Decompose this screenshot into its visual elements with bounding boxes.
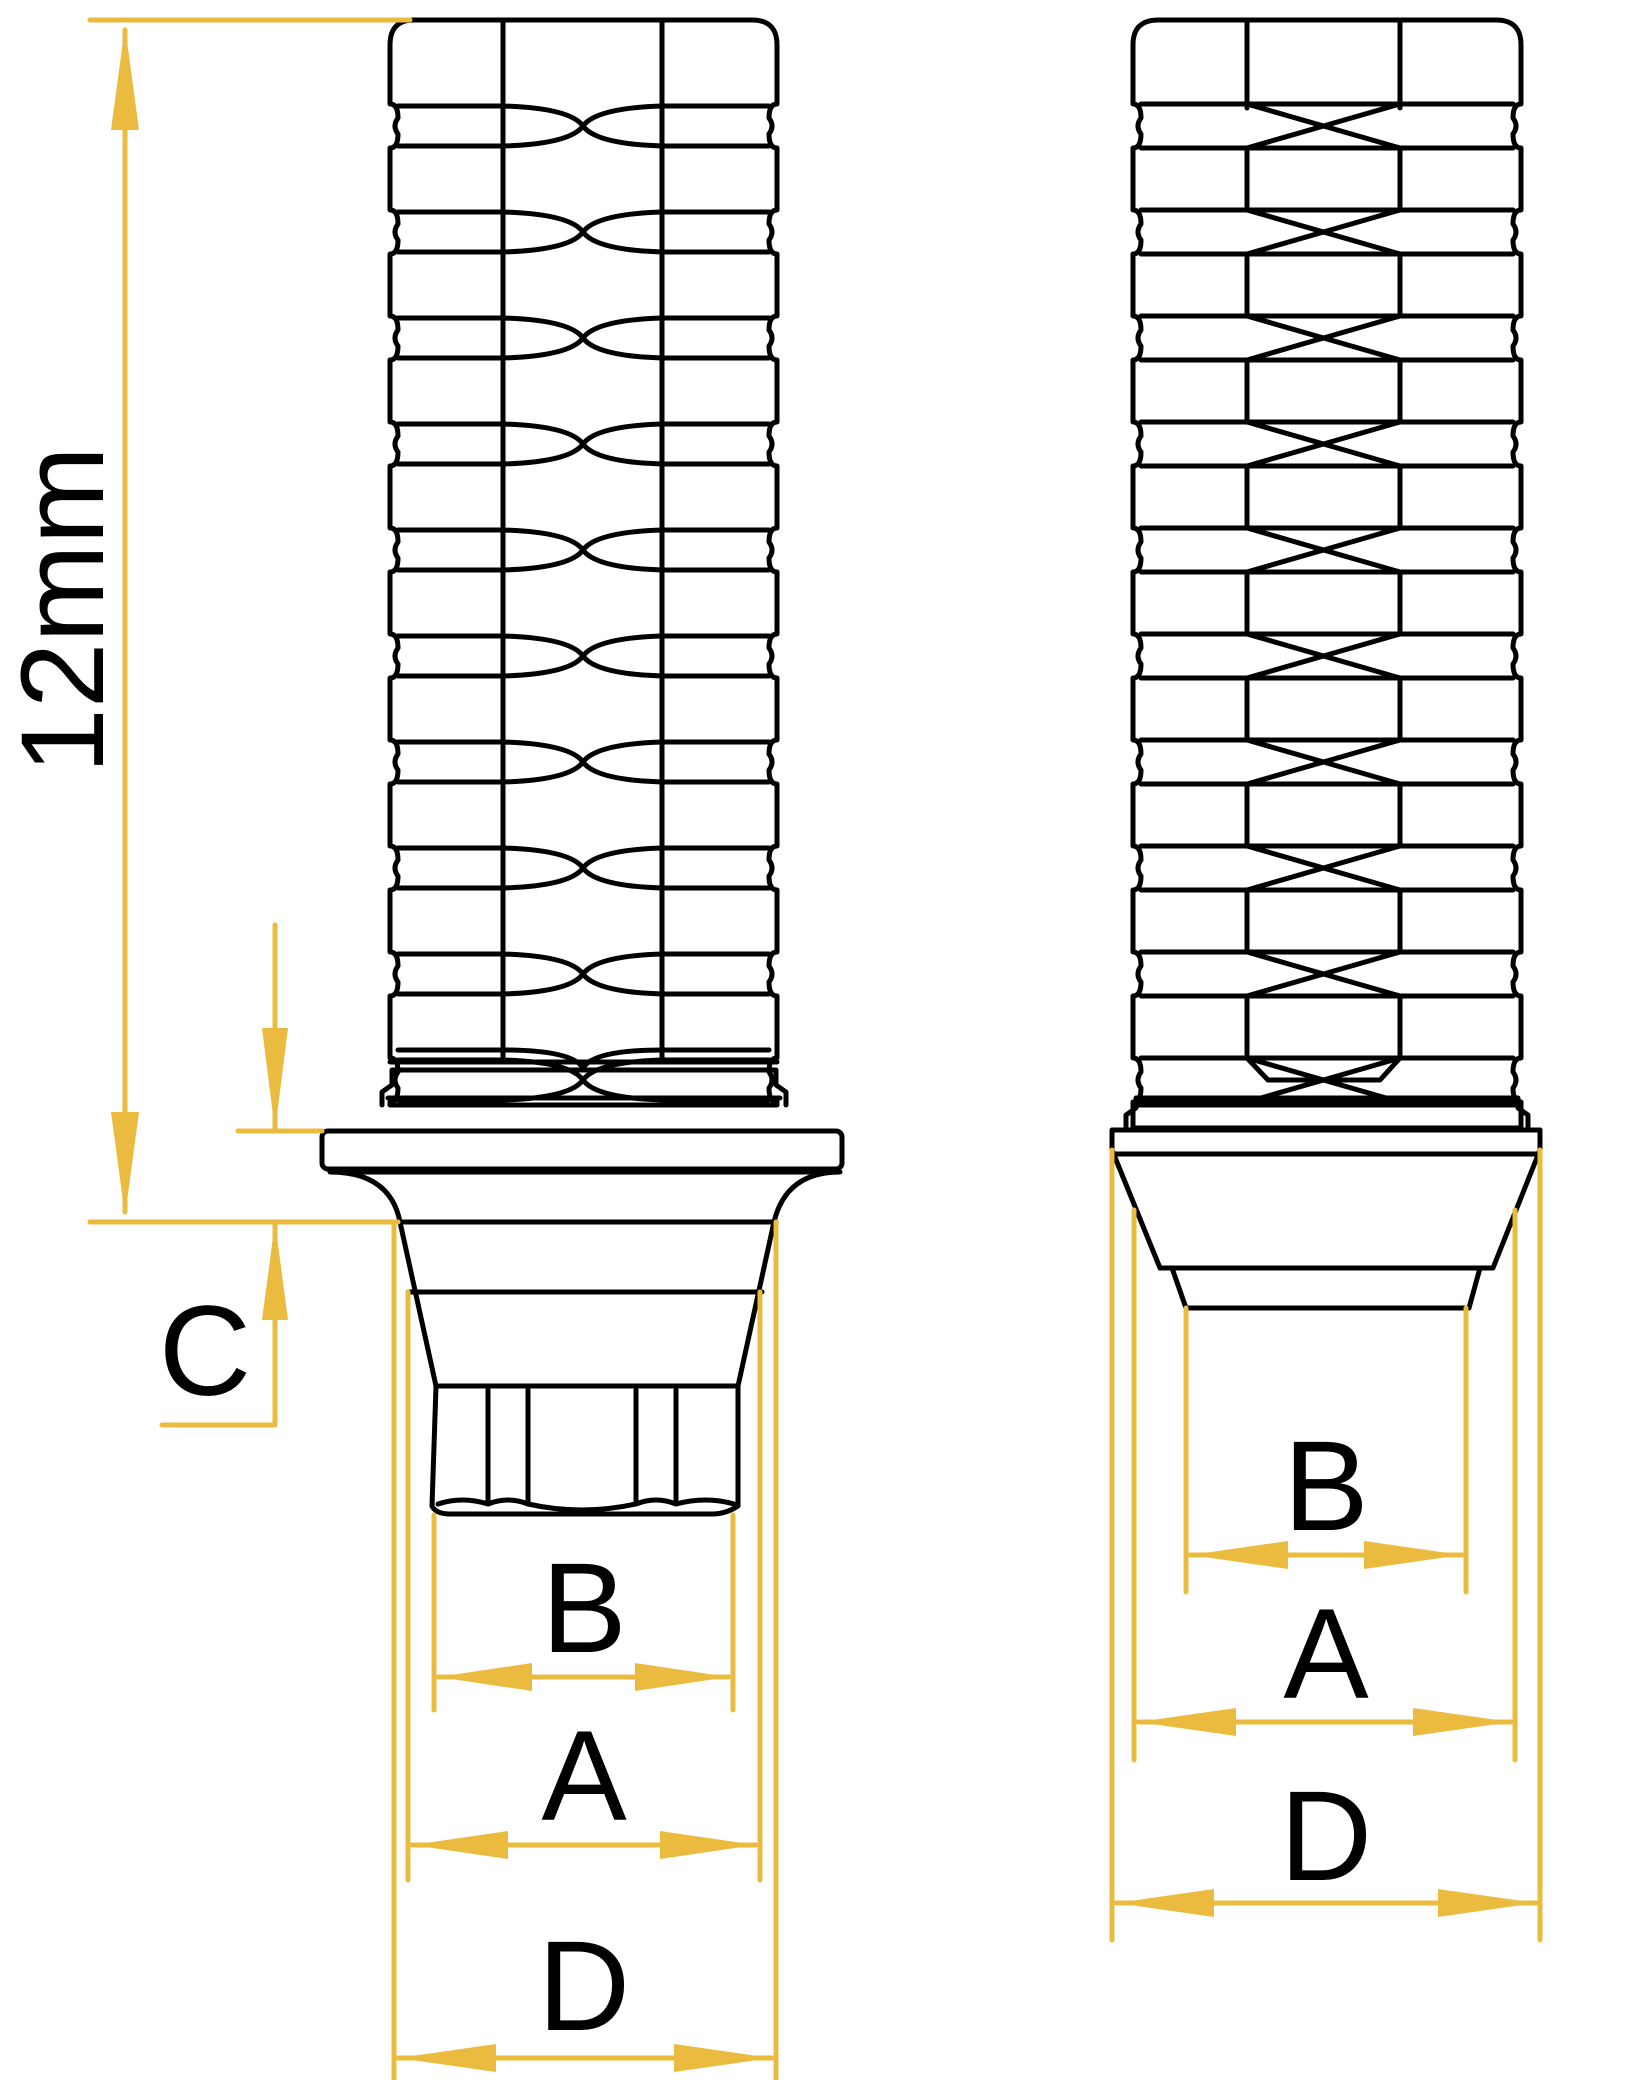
left-groove bbox=[382, 419, 785, 469]
right-groove bbox=[1126, 949, 1528, 999]
left-abutment-body bbox=[379, 17, 789, 1108]
right-groove bbox=[1126, 631, 1528, 681]
height-label: 12mm bbox=[0, 446, 129, 774]
right-abutment-body bbox=[1123, 17, 1531, 1151]
right-groove bbox=[1126, 525, 1528, 575]
left-retention-grooves bbox=[382, 101, 785, 1105]
right-d-label: D bbox=[1280, 1765, 1372, 1908]
left-groove bbox=[382, 207, 785, 257]
dimension-lines bbox=[87, 17, 1543, 2080]
right-abutment bbox=[1109, 17, 1543, 1311]
right-a-label: A bbox=[1283, 1583, 1369, 1726]
collar-dimension bbox=[159, 922, 325, 1428]
left-groove bbox=[382, 737, 785, 787]
left-a-dimension bbox=[405, 1289, 763, 1883]
left-d-dimension bbox=[391, 1219, 779, 2080]
left-groove bbox=[382, 843, 785, 893]
right-b-dimension bbox=[1183, 1305, 1469, 1595]
right-groove bbox=[1126, 313, 1528, 363]
right-groove bbox=[1126, 419, 1528, 469]
right-groove bbox=[1126, 207, 1528, 257]
height-dimension bbox=[87, 17, 413, 1225]
left-groove bbox=[382, 313, 785, 363]
left-platform-disc bbox=[319, 1128, 845, 1172]
right-groove bbox=[1126, 101, 1528, 151]
right-retention-grooves bbox=[1126, 101, 1528, 1105]
left-groove bbox=[382, 525, 785, 575]
right-platform bbox=[1109, 1127, 1543, 1311]
left-d-label: D bbox=[538, 1915, 630, 2058]
left-groove bbox=[382, 949, 785, 999]
left-groove bbox=[382, 631, 785, 681]
right-connection bbox=[1169, 1265, 1483, 1311]
left-hex-connection bbox=[429, 1383, 741, 1517]
left-b-dimension bbox=[431, 1512, 736, 1713]
dimension-labels: 12mm C B A D B A D bbox=[0, 446, 1372, 2058]
right-b-label: B bbox=[1283, 1415, 1368, 1558]
collar-label: C bbox=[159, 1280, 251, 1423]
left-hex bbox=[429, 1383, 741, 1517]
left-groove bbox=[382, 101, 785, 151]
left-a-label: A bbox=[541, 1705, 627, 1848]
left-platform bbox=[319, 1128, 845, 1389]
right-d-dimension bbox=[1109, 1147, 1543, 1943]
right-groove bbox=[1126, 737, 1528, 787]
right-groove bbox=[1126, 843, 1528, 893]
left-b-label: B bbox=[541, 1537, 626, 1680]
left-abutment bbox=[319, 17, 845, 1517]
right-a-dimension bbox=[1131, 1207, 1518, 1763]
right-emergence-profile bbox=[1109, 1127, 1543, 1271]
